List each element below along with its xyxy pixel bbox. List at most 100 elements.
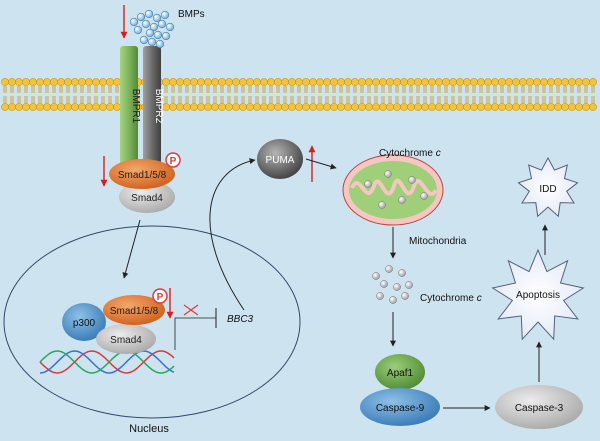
bmp-ligands — [129, 9, 175, 49]
lipid-head — [526, 103, 534, 111]
mitochondrion — [342, 154, 444, 226]
lipid-head — [183, 103, 191, 111]
lipid-head — [15, 103, 23, 111]
lipid-head — [428, 78, 436, 86]
lipid-head — [232, 103, 240, 111]
lipid-head — [218, 78, 226, 86]
lipid-head — [547, 78, 555, 86]
cytochrome-dot — [401, 292, 409, 300]
lipid-head — [428, 103, 436, 111]
lipid-head — [337, 78, 345, 86]
lipid-head — [351, 78, 359, 86]
lipid-head — [421, 103, 429, 111]
phospho-badge-nucleus — [152, 288, 168, 304]
lipid-head — [225, 103, 233, 111]
bmps-label: BMPs — [178, 9, 205, 20]
idd-star — [517, 156, 579, 218]
lipid-head — [260, 78, 268, 86]
lipid-head — [71, 103, 79, 111]
smad158-nuclear-label: Smad1/5/8 — [110, 306, 159, 317]
lipid-head — [386, 103, 394, 111]
lipid-head — [393, 103, 401, 111]
cytochrome-dot — [389, 296, 397, 304]
lipid-head — [57, 78, 65, 86]
lipid-head — [568, 103, 576, 111]
mitochondria-label: Mitochondria — [409, 236, 467, 247]
lipid-head — [358, 103, 366, 111]
apoptosis-star — [491, 248, 585, 341]
lipid-head — [568, 78, 576, 86]
cytochrome-dot — [398, 269, 406, 277]
lipid-head — [400, 78, 408, 86]
lipid-head — [561, 103, 569, 111]
smad158-node — [109, 159, 175, 189]
released-cytochrome-c — [372, 265, 413, 304]
lipid-head — [281, 103, 289, 111]
lipid-head — [323, 103, 331, 111]
bmpr2-label: BMPR2 — [153, 89, 164, 124]
lipid-head — [22, 103, 30, 111]
lipid-head — [512, 103, 520, 111]
lipid-head — [372, 78, 380, 86]
lipid-head — [169, 78, 177, 86]
lipid-head — [505, 78, 513, 86]
dna-strand — [39, 350, 175, 374]
cytochrome-word-2: Cytochrome — [420, 293, 474, 304]
lipid-head — [92, 78, 100, 86]
bmp-ligand — [152, 13, 162, 23]
bmp-ligand — [133, 25, 143, 35]
cytochrome-c-letter-2: c — [477, 293, 482, 304]
lipid-head — [85, 78, 93, 86]
apaf1-node — [375, 354, 425, 390]
lipid-head — [162, 78, 170, 86]
bmp-ligand — [149, 22, 159, 32]
idd-label: IDD — [539, 184, 556, 195]
smad158-label: Smad1/5/8 — [118, 170, 167, 181]
arrow-bbc3-to-puma — [209, 158, 256, 311]
lipid-head — [330, 103, 338, 111]
lipid-head — [372, 103, 380, 111]
lipid-head — [211, 103, 219, 111]
cytochrome-label-mito: Cytochrome c — [379, 148, 441, 159]
lipid-head — [99, 78, 107, 86]
lipid-head — [561, 78, 569, 86]
lipid-head — [470, 78, 478, 86]
lipid-head — [393, 78, 401, 86]
phospho-label: P — [170, 156, 177, 167]
dna-helix — [39, 350, 175, 374]
caspase3-label: Caspase-3 — [515, 403, 564, 414]
lipid-head — [246, 78, 254, 86]
lipid-head — [386, 78, 394, 86]
lipid-head — [365, 78, 373, 86]
lipid-head — [337, 103, 345, 111]
lipid-head — [190, 103, 198, 111]
lipid-head — [71, 78, 79, 86]
lipid-head — [190, 78, 198, 86]
smad4-nuclear-node — [96, 324, 156, 354]
lipid-head — [36, 103, 44, 111]
lipid-head — [183, 78, 191, 86]
lipid-head — [1, 78, 9, 86]
p300-label: p300 — [73, 318, 96, 329]
lipid-head — [540, 103, 548, 111]
lipid-head — [456, 103, 464, 111]
cytochrome-label-released: Cytochrome c — [420, 293, 482, 304]
lipid-head — [414, 78, 422, 86]
lipid-head — [204, 103, 212, 111]
puma-label: PUMA — [266, 155, 295, 166]
cytochrome-dot — [380, 280, 388, 288]
lipid-head — [505, 103, 513, 111]
lipid-head — [484, 78, 492, 86]
cytochrome-dot — [378, 201, 386, 209]
lipid-head — [29, 78, 37, 86]
bbc3-label: BBC3 — [227, 314, 254, 325]
cytochrome-dot — [398, 196, 406, 204]
lipid-head — [22, 78, 30, 86]
mito-cristae — [350, 178, 438, 196]
lipid-head — [113, 103, 121, 111]
lipid-head — [15, 78, 23, 86]
lipid-head — [267, 78, 275, 86]
lipid-head — [204, 78, 212, 86]
lipid-head — [379, 103, 387, 111]
lipid-head — [309, 78, 317, 86]
